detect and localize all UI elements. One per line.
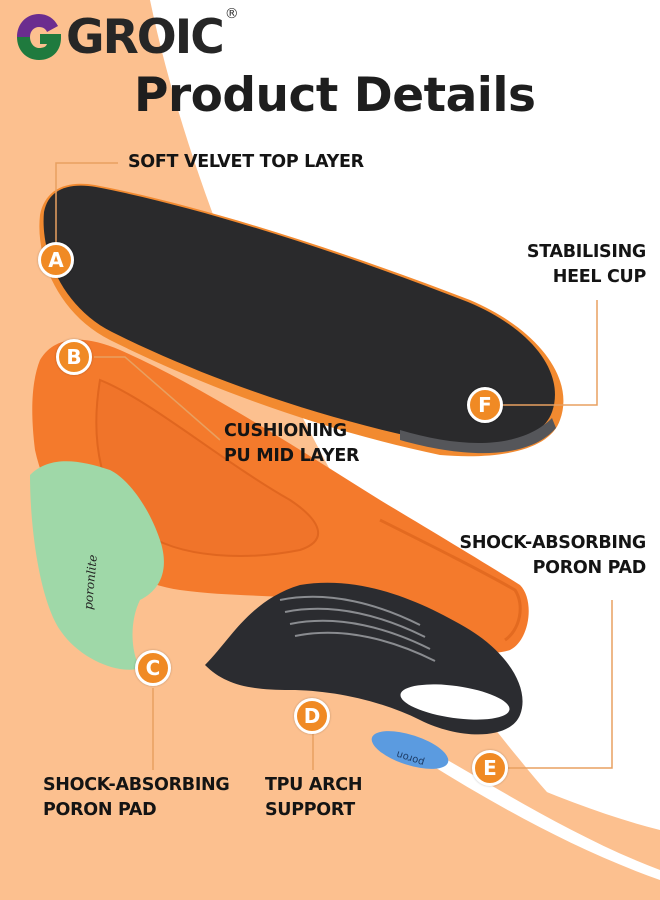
callout-label-a: SOFT VELVET TOP LAYER [128, 150, 364, 175]
callout-badge-e: E [472, 750, 508, 786]
callout-label-e: SHOCK-ABSORBING PORON PAD [430, 531, 647, 581]
callout-d-line2: SUPPORT [265, 800, 355, 820]
callout-f-line1: STABILISING [526, 242, 646, 262]
callout-badge-f: F [467, 387, 503, 423]
trademark-symbol: ® [224, 6, 239, 22]
tpu-arch-support [205, 582, 523, 735]
callout-a-line1: SOFT VELVET TOP LAYER [128, 152, 364, 172]
callout-c-line1: SHOCK-ABSORBING [43, 775, 230, 795]
brand-logo: GROIC ® [14, 6, 239, 68]
leader-line-b [94, 356, 221, 441]
callout-label-d: TPU ARCH SUPPORT [265, 773, 362, 823]
logo-g-icon [14, 12, 64, 62]
top-layer-insole [39, 183, 564, 457]
callout-label-f: STABILISING HEEL CUP [520, 240, 646, 290]
heel-poron-pad: poron [371, 731, 449, 769]
leader-line-e [508, 600, 613, 769]
callout-badge-b: B [56, 339, 92, 375]
brand-name: GROIC [66, 10, 225, 65]
callout-badge-a: A [38, 242, 74, 278]
callout-badge-d: D [294, 698, 330, 734]
svg-text:poronlite: poronlite [81, 554, 100, 610]
callout-label-c: SHOCK-ABSORBING PORON PAD [43, 773, 230, 823]
callout-c-line2: PORON PAD [43, 800, 157, 820]
callout-e-line2: PORON PAD [532, 558, 647, 578]
forefoot-poron-pad: poronlite [30, 461, 164, 670]
leader-line-a [55, 162, 118, 242]
callout-b-line2: PU MID LAYER [224, 446, 360, 466]
callout-f-line2: HEEL CUP [552, 267, 647, 287]
leader-line-f [503, 300, 598, 406]
callout-label-b: CUSHIONING PU MID LAYER [224, 419, 360, 469]
page-title: Product Details [134, 68, 536, 123]
callout-badge-c: C [135, 650, 171, 686]
callout-d-line1: TPU ARCH [265, 775, 363, 795]
callout-b-line1: CUSHIONING [224, 421, 347, 441]
leader-lines [55, 162, 613, 770]
callout-e-line1: SHOCK-ABSORBING [459, 533, 647, 553]
